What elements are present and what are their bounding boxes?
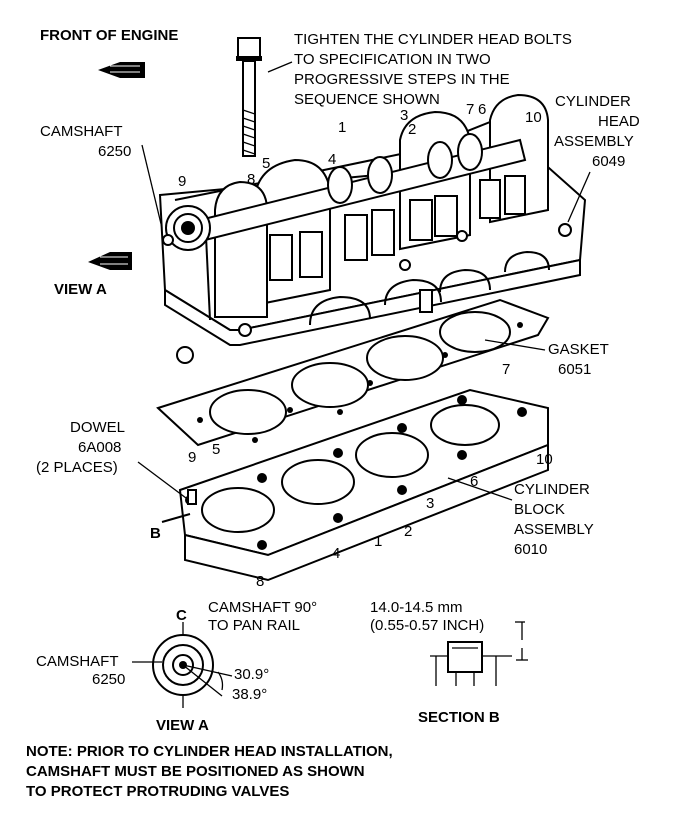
dowel-leader (137, 461, 187, 499)
view-a-arrow-icon (88, 252, 132, 270)
instruction-line-1: TIGHTEN THE CYLINDER HEAD BOLTS (294, 31, 572, 48)
view-a-angle-1: 30.9° (234, 666, 269, 683)
cylinder-head-label-1: CYLINDER (555, 93, 631, 110)
dowel-quantity: (2 PLACES) (36, 459, 118, 476)
view-a-note-line-2: TO PAN RAIL (208, 617, 300, 634)
instruction-line-4: SEQUENCE SHOWN (294, 91, 440, 108)
gasket-part-number: 6051 (558, 361, 591, 378)
block-bolt-number-1: 1 (374, 533, 382, 550)
block-bolt-number-8: 8 (256, 573, 264, 590)
gasket-drawing (156, 298, 550, 447)
head-bolt-number-1: 1 (338, 119, 346, 136)
instruction-line-3: PROGRESSIVE STEPS IN THE (294, 71, 510, 88)
head-bolt-icon (236, 37, 262, 157)
note-line-3: TO PROTECT PROTRUDING VALVES (26, 783, 289, 800)
block-bolt-number-4: 4 (332, 545, 340, 562)
block-bolt-number-2: 2 (404, 523, 412, 540)
block-bolt-number-5: 5 (212, 441, 220, 458)
cylinder-block-label-4: 6010 (514, 541, 547, 558)
camshaft-leader (141, 144, 163, 229)
note-line-1: NOTE: PRIOR TO CYLINDER HEAD INSTALLATIO… (26, 743, 393, 760)
gasket-label: GASKET (548, 341, 609, 358)
section-b-title: SECTION B (418, 709, 500, 726)
block-bolt-number-7: 7 (502, 361, 510, 378)
cylinder-block-drawing (178, 388, 549, 582)
head-bolt-number-9: 9 (178, 173, 186, 190)
gasket-leader (484, 339, 546, 351)
instruction-leader (267, 61, 293, 73)
camshaft-part-number: 6250 (98, 143, 131, 160)
front-arrow-icon (98, 62, 145, 78)
section-b-dimension-mm: 14.0-14.5 mm (370, 599, 463, 616)
section-b-dimension-in: (0.55-0.57 INCH) (370, 617, 484, 634)
view-a-arrow-label: VIEW A (54, 281, 107, 298)
view-a-camshaft-drawing (152, 622, 233, 708)
note-line-2: CAMSHAFT MUST BE POSITIONED AS SHOWN (26, 763, 365, 780)
view-a-note-line-1: CAMSHAFT 90° (208, 599, 317, 616)
view-a-camshaft-label: CAMSHAFT (36, 653, 119, 670)
cylinder-head-leader (567, 171, 591, 223)
view-a-centerline-mark: C (176, 607, 187, 624)
head-bolt-number-3: 3 (400, 107, 408, 124)
cylinder-block-leader (447, 477, 513, 501)
head-bolt-number-10: 10 (525, 109, 542, 126)
cylinder-block-label-3: ASSEMBLY (514, 521, 594, 538)
view-a-angle-2: 38.9° (232, 686, 267, 703)
camshaft-label: CAMSHAFT (40, 123, 123, 140)
dowel-label: DOWEL (70, 419, 125, 436)
instruction-line-2: TO SPECIFICATION IN TWO (294, 51, 491, 68)
head-bolt-number-2: 2 (408, 121, 416, 138)
block-bolt-number-6: 6 (470, 473, 478, 490)
head-bolt-number-6: 6 (478, 101, 486, 118)
block-bolt-number-10: 10 (536, 451, 553, 468)
cylinder-head-label-4: 6049 (592, 153, 625, 170)
block-bolt-number-9: 9 (188, 449, 196, 466)
block-bolt-number-3: 3 (426, 495, 434, 512)
head-bolt-number-4: 4 (328, 151, 336, 168)
front-of-engine-label: FRONT OF ENGINE (40, 27, 178, 44)
section-b-marker: B (150, 525, 161, 542)
cylinder-block-label-1: CYLINDER (514, 481, 590, 498)
cylinder-block-label-2: BLOCK (514, 501, 565, 518)
head-bolt-number-7: 7 (466, 101, 474, 118)
section-b-marker-line (161, 513, 191, 523)
head-bolt-number-5: 5 (262, 155, 270, 172)
cylinder-head-drawing (158, 93, 587, 364)
head-bolt-number-8: 8 (247, 171, 255, 188)
dowel-part-number: 6A008 (78, 439, 121, 456)
view-a-camshaft-part: 6250 (92, 671, 125, 688)
section-b-dowel-drawing (430, 621, 528, 686)
cylinder-head-label-3: ASSEMBLY (554, 133, 634, 150)
cylinder-head-label-2: HEAD (598, 113, 640, 130)
view-a-title: VIEW A (156, 717, 209, 734)
